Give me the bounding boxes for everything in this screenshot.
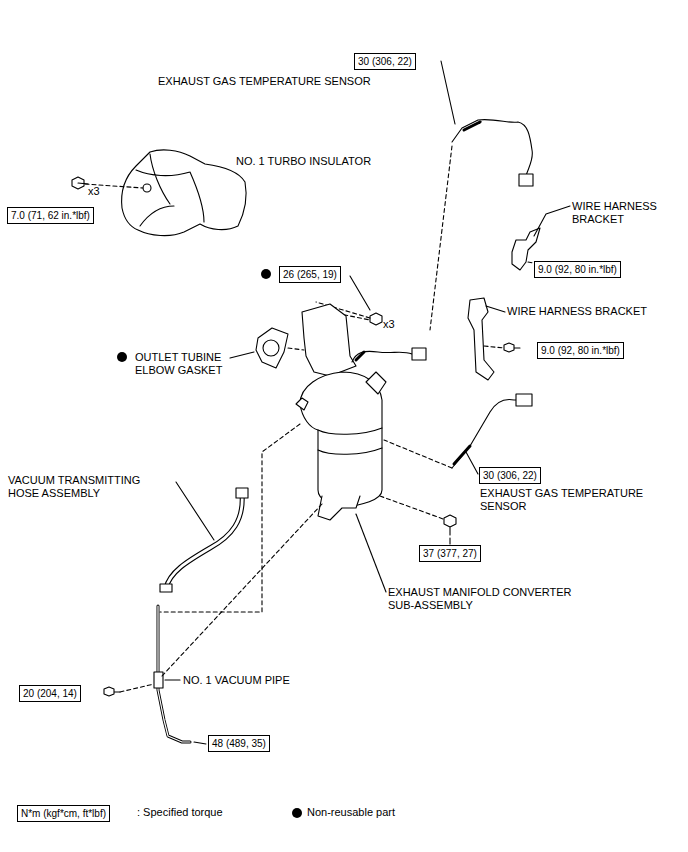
torque-box: 30 (306, 22)	[479, 467, 541, 484]
part-label: WIRE HARNESS BRACKET	[507, 305, 687, 318]
torque-value: 37 (377, 27)	[423, 547, 477, 560]
label-text: WIRE HARNESS BRACKET	[507, 305, 647, 317]
part-label: OUTLET TUBINE ELBOW GASKET	[135, 351, 240, 377]
torque-value: 9.0 (92, 80 in.*lbf)	[538, 263, 617, 276]
legend-text: Non-reusable part	[307, 806, 395, 818]
quantity-label: x3	[88, 185, 118, 198]
torque-box: 9.0 (92, 80 in.*lbf)	[537, 342, 624, 359]
torque-box: 26 (265, 19)	[279, 266, 341, 283]
torque-box: 30 (306, 22)	[354, 53, 416, 70]
part-label: EXHAUST MANIFOLD CONVERTER SUB-ASSEMBLY	[388, 586, 600, 612]
torque-value: 30 (306, 22)	[483, 469, 537, 482]
torque-value: 20 (204, 14)	[23, 687, 77, 700]
part-label: EXHAUST GAS TEMPERATURE SENSOR	[158, 75, 418, 88]
label-text: x3	[383, 318, 395, 330]
torque-box: 48 (489, 35)	[208, 735, 270, 752]
label-text: NO. 1 VACUUM PIPE	[183, 674, 290, 686]
legend-text: : Specified torque	[137, 806, 223, 818]
quantity-label: x3	[383, 318, 413, 331]
torque-box: 9.0 (92, 80 in.*lbf)	[534, 261, 621, 278]
label-text: NO. 1 TURBO INSULATOR	[236, 155, 371, 167]
unit-key-box: N*m (kgf*cm, ft*lbf)	[17, 805, 110, 822]
label-text: x3	[88, 185, 100, 197]
part-label: NO. 1 VACUUM PIPE	[183, 674, 343, 687]
part-label: EXHAUST GAS TEMPERATURE SENSOR	[480, 487, 656, 513]
torque-value: 26 (265, 19)	[283, 268, 337, 281]
torque-value: N*m (kgf*cm, ft*lbf)	[21, 807, 106, 820]
part-label: VACUUM TRANSMITTING HOSE ASSEMBLY	[8, 474, 166, 500]
torque-value: 48 (489, 35)	[212, 737, 266, 750]
part-label: WIRE HARNESS BRACKET	[572, 200, 672, 226]
label-text: EXHAUST GAS TEMPERATURE SENSOR	[158, 75, 371, 87]
torque-value: 30 (306, 22)	[358, 55, 412, 68]
label-text: EXHAUST MANIFOLD CONVERTER SUB-ASSEMBLY	[388, 586, 572, 611]
label-text: EXHAUST GAS TEMPERATURE SENSOR	[480, 487, 643, 512]
label-text: VACUUM TRANSMITTING HOSE ASSEMBLY	[8, 474, 140, 499]
part-label: NO. 1 TURBO INSULATOR	[236, 155, 436, 168]
torque-box: 37 (377, 27)	[419, 545, 481, 562]
label-text: WIRE HARNESS BRACKET	[572, 200, 657, 225]
torque-box: 20 (204, 14)	[19, 685, 81, 702]
label-text: OUTLET TUBINE ELBOW GASKET	[135, 351, 222, 376]
legend-entry: : Specified torque	[137, 806, 223, 819]
legend-entry: Non-reusable part	[307, 806, 395, 819]
torque-box: 7.0 (71, 62 in.*lbf)	[7, 207, 94, 224]
torque-value: 9.0 (92, 80 in.*lbf)	[541, 344, 620, 357]
torque-value: 7.0 (71, 62 in.*lbf)	[11, 209, 90, 222]
